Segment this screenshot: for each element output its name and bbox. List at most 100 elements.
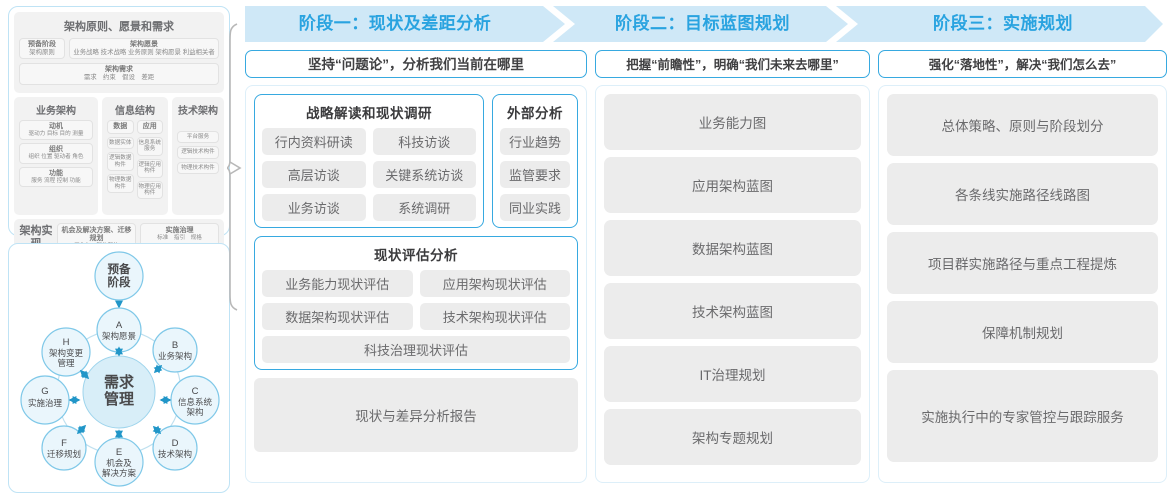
chip-tech-interview[interactable]: 科技访谈 (372, 128, 476, 155)
svg-text:A: A (116, 320, 123, 331)
assessment-row-1: 业务能力现状评估 应用架构现状评估 (262, 270, 570, 297)
chip-data-architecture-assessment[interactable]: 数据架构现状评估 (262, 303, 413, 330)
chip-it-governance-plan[interactable]: IT治理规划 (604, 346, 861, 402)
strategy-research-title: 战略解读和现状调研 (306, 106, 432, 121)
cell-information-system-service: 信息系统服务 (136, 136, 163, 156)
svg-text:阶段: 阶段 (108, 275, 131, 289)
chip-internal-materials[interactable]: 行内资料研读 (262, 128, 366, 155)
phase-2-subtitle: 把握“前瞻性”，明确“我们未来去哪里” (595, 50, 870, 78)
chip-gap-analysis-report[interactable]: 现状与差异分析报告 (254, 378, 578, 452)
architecture-principles-group: 架构原则、愿景和需求 预备阶段 架构原则 架构愿景 业务战略 技术战略 业务原则… (14, 12, 224, 93)
chip-business-capability-assessment[interactable]: 业务能力现状评估 (262, 270, 413, 297)
phase-1-body: 战略解读和现状调研 行内资料研读 科技访谈 高层访谈 关键系统访谈 业务访谈 系… (245, 85, 587, 483)
chip-architecture-topic-plan[interactable]: 架构专题规划 (604, 409, 861, 465)
svg-text:业务架构: 业务架构 (158, 351, 192, 361)
svg-text:G: G (41, 386, 48, 397)
current-state-assessment-card: 现状评估分析 业务能力现状评估 应用架构现状评估 数据架构现状评估 技术架构现状… (254, 236, 578, 370)
current-state-assessment-title: 现状评估分析 (374, 248, 458, 263)
phase-1-banner-label: 阶段一：现状及差距分析 (298, 14, 492, 33)
cell-motivation: 动机 驱动力 目标 目的 测量 (19, 119, 93, 141)
information-structure-title: 信息结构 (115, 105, 155, 117)
chip-tech-governance-assessment[interactable]: 科技治理现状评估 (262, 336, 570, 363)
svg-text:F: F (61, 438, 67, 449)
phase-2-column: 把握“前瞻性”，明确“我们未来去哪里” 业务能力图 应用架构蓝图 数据架构蓝图 … (595, 50, 870, 483)
chip-technology-architecture-blueprint[interactable]: 技术架构蓝图 (604, 283, 861, 339)
phase-banner-strip (245, 6, 1167, 42)
chip-executive-interview[interactable]: 高层访谈 (262, 161, 366, 188)
data-subcolumn: 数据 数据实体 逻辑数据构件 物理数据构件 (107, 119, 134, 203)
svg-text:管理: 管理 (57, 358, 75, 368)
togaf-domain-columns: 业务架构 动机 驱动力 目标 目的 测量 组织 组织 位置 驱动者 角色 功能 … (14, 96, 224, 215)
togaf-panel-title: 架构原则、愿景和需求 (64, 21, 174, 33)
svg-text:迁移规划: 迁移规划 (47, 449, 81, 459)
togaf-row-1: 预备阶段 架构原则 架构愿景 业务战略 技术战略 业务原则 架构愿景 利益相关者 (19, 38, 219, 60)
cell-platform-service: 平台服务 (177, 130, 219, 144)
cell-data-entity: 数据实体 (107, 136, 134, 150)
chip-system-survey[interactable]: 系统调研 (372, 194, 476, 221)
chip-line-implementation-roadmap[interactable]: 各条线实施路径线路图 (887, 163, 1158, 225)
phase-3-body: 总体策略、原则与阶段划分 各条线实施路径线路图 项目群实施路径与重点工程提炼 保… (878, 85, 1167, 483)
technology-architecture-title: 技术架构 (178, 105, 218, 117)
phase-1-subtitle: 坚持“问题论”，分析我们当前在哪里 (245, 50, 587, 78)
chip-program-path-key-projects[interactable]: 项目群实施路径与重点工程提炼 (887, 232, 1158, 294)
togaf-row-2: 架构需求 需求 约束 假设 差距 (19, 63, 219, 85)
svg-text:架构愿景: 架构愿景 (102, 331, 136, 341)
strategy-research-row-3: 业务访谈 系统调研 (262, 194, 476, 221)
svg-text:D: D (172, 438, 179, 449)
cell-logical-application-component: 逻辑应用构件 (136, 158, 163, 178)
chip-application-architecture-blueprint[interactable]: 应用架构蓝图 (604, 157, 861, 213)
chip-industry-trends[interactable]: 行业趋势 (500, 128, 570, 155)
phase-3-subtitle: 强化“落地性”，解决“我们怎么去” (878, 50, 1167, 78)
togaf-adm-cycle-panel: 需求 管理 预备 阶段 A 架构愿景 B 业务架构 (8, 243, 230, 493)
cell-architecture-vision: 架构愿景 业务战略 技术战略 业务原则 架构愿景 利益相关者 (69, 38, 219, 60)
cell-data: 数据 (107, 119, 134, 134)
external-analysis-card: 外部分析 行业趋势 监管要求 同业实践 (492, 94, 578, 228)
svg-text:E: E (116, 447, 122, 458)
svg-text:实施治理: 实施治理 (28, 398, 63, 408)
strategy-research-row-2: 高层访谈 关键系统访谈 (262, 161, 476, 188)
left-reference-column: 架构原则、愿景和需求 预备阶段 架构原则 架构愿景 业务战略 技术战略 业务原则… (8, 6, 230, 493)
svg-text:机会及: 机会及 (106, 458, 132, 468)
cell-physical-data-component: 物理数据构件 (107, 174, 134, 193)
chip-key-system-interview[interactable]: 关键系统访谈 (372, 161, 476, 188)
svg-text:B: B (172, 340, 178, 351)
phase-3-column: 强化“落地性”，解决“我们怎么去” 总体策略、原则与阶段划分 各条线实施路径线路… (878, 50, 1167, 483)
svg-text:需求: 需求 (104, 373, 135, 391)
cell-logical-data-component: 逻辑数据构件 (107, 152, 134, 172)
chip-overall-strategy-principles-phasing[interactable]: 总体策略、原则与阶段划分 (887, 94, 1158, 156)
svg-text:架构: 架构 (186, 407, 203, 417)
chip-peer-practices[interactable]: 同业实践 (500, 194, 570, 221)
chip-expert-control-tracking-service[interactable]: 实施执行中的专家管控与跟踪服务 (887, 370, 1158, 462)
adm-cycle-svg: 需求 管理 预备 阶段 A 架构愿景 B 业务架构 (20, 251, 220, 487)
cell-architecture-requirements: 架构需求 需求 约束 假设 差距 (19, 63, 219, 85)
phase-3-banner-label: 阶段三：实施规划 (933, 14, 1073, 33)
chip-regulatory-requirements[interactable]: 监管要求 (500, 161, 570, 188)
business-architecture-group: 业务架构 动机 驱动力 目标 目的 测量 组织 组织 位置 驱动者 角色 功能 … (14, 96, 98, 215)
svg-text:架构变更: 架构变更 (49, 348, 84, 358)
cell-physical-application-component: 物理应用构件 (136, 180, 163, 200)
assessment-row-2: 数据架构现状评估 技术架构现状评估 (262, 303, 570, 330)
cell-application: 应用 (136, 119, 163, 134)
svg-text:H: H (63, 337, 70, 348)
assessment-row-3: 科技治理现状评估 (262, 336, 570, 363)
business-architecture-title: 业务架构 (36, 105, 76, 117)
chip-data-architecture-blueprint[interactable]: 数据架构蓝图 (604, 220, 861, 276)
chip-business-interview[interactable]: 业务访谈 (262, 194, 366, 221)
external-analysis-title: 外部分析 (507, 106, 563, 121)
svg-text:管理: 管理 (104, 390, 134, 408)
chip-application-architecture-assessment[interactable]: 应用架构现状评估 (419, 270, 570, 297)
application-subcolumn: 应用 信息系统服务 逻辑应用构件 物理应用构件 (136, 119, 163, 203)
chip-assurance-mechanism-plan[interactable]: 保障机制规划 (887, 301, 1158, 363)
svg-text:技术架构: 技术架构 (158, 449, 192, 459)
information-structure-group: 信息结构 数据 数据实体 逻辑数据构件 (102, 96, 168, 215)
svg-text:信息系统: 信息系统 (178, 397, 213, 407)
togaf-content-metamodel-panel: 架构原则、愿景和需求 预备阶段 架构原则 架构愿景 业务战略 技术战略 业务原则… (8, 6, 230, 258)
chip-business-capability-map[interactable]: 业务能力图 (604, 94, 861, 150)
cell-organization: 组织 组织 位置 驱动者 角色 (19, 143, 93, 164)
phase-2-banner-label: 阶段二：目标蓝图规划 (615, 14, 790, 33)
grouping-bracket (227, 23, 242, 311)
cell-logical-technology-component: 逻辑技术构件 (177, 146, 219, 159)
chip-technology-architecture-assessment[interactable]: 技术架构现状评估 (419, 303, 570, 330)
cell-preliminary-phase: 预备阶段 架构原则 (19, 38, 65, 60)
